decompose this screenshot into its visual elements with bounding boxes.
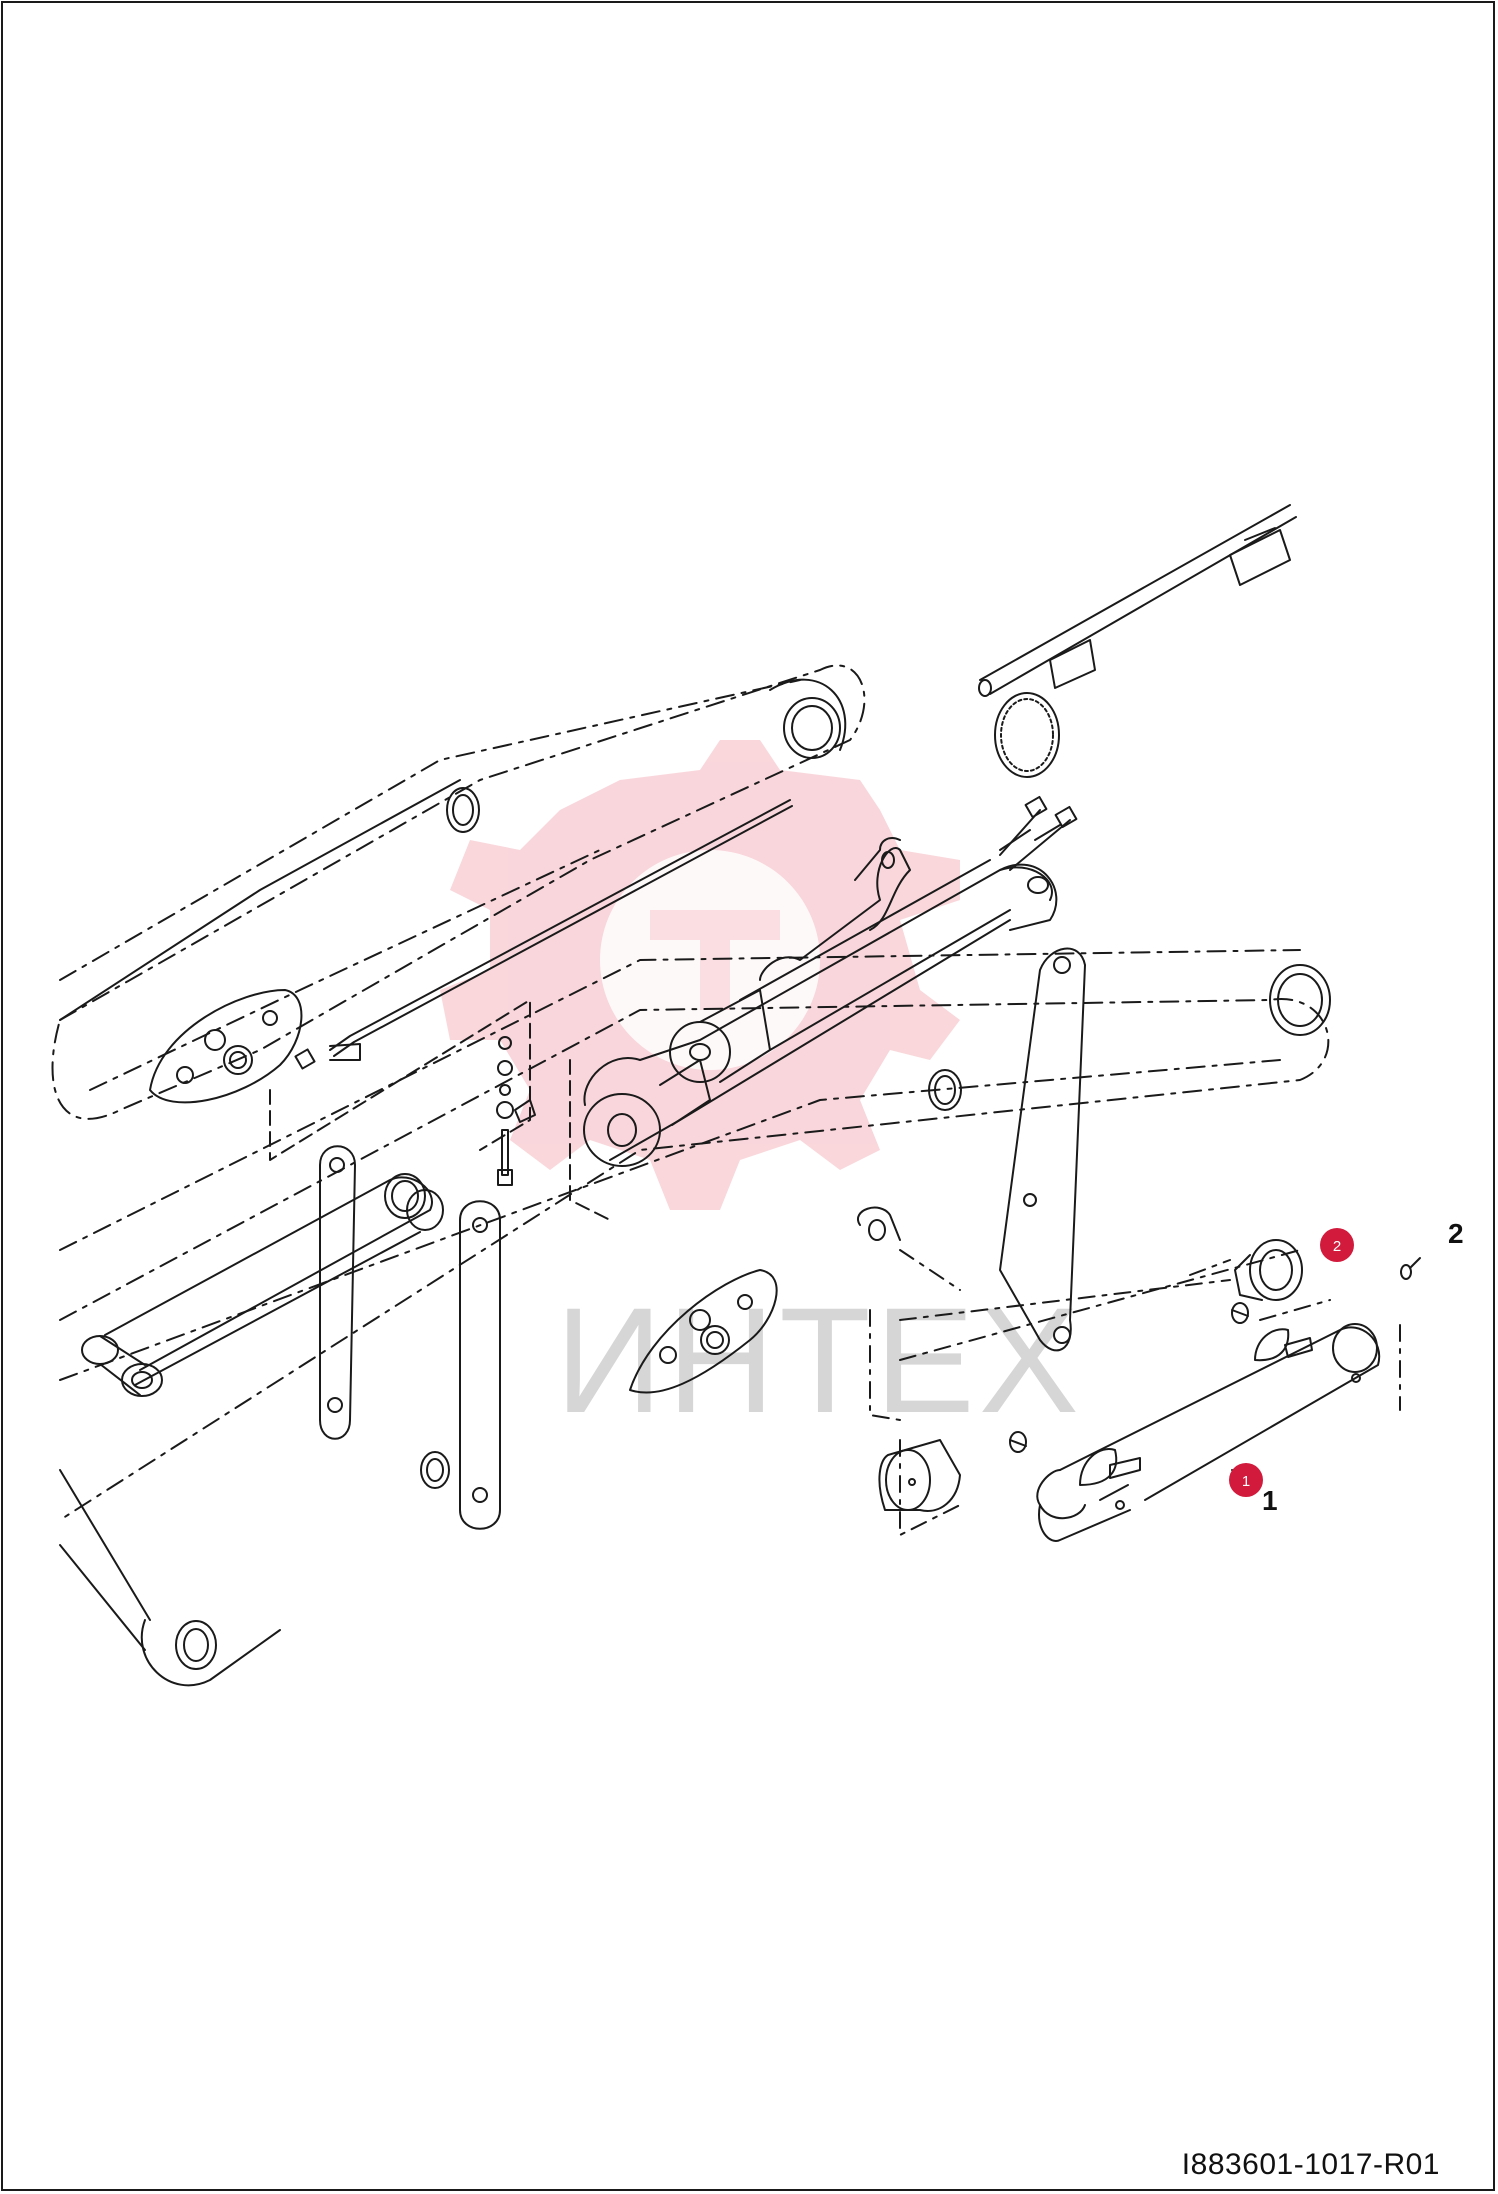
watermark-logo [440,740,960,1210]
mounting-plate-upper-left [149,989,303,1104]
hotspot-badge-2-label: 2 [1333,1238,1341,1255]
hose-clamp [994,692,1060,778]
cylinder-lug [857,1206,901,1241]
callout-1: 1 [1262,1485,1278,1516]
upper-lift-arm [51,664,1330,1521]
arm-outline [59,678,847,1021]
vertical-link-left [319,1145,356,1440]
pin-assembly [878,1239,1381,1542]
right-link-plate [999,947,1086,1352]
pin-assembly-dashed [869,1249,1401,1536]
watermark-text: ИНТЕХ [555,1276,1083,1444]
hydraulic-cylinder [583,795,1078,1167]
mounting-plate-lower [629,1269,778,1394]
top-rod [978,504,1297,697]
lower-arm-end [59,1451,450,1687]
document-number: I883601-1017-R01 [1181,2148,1440,2181]
pin-clip [1400,1257,1421,1280]
bolt-assembly-box [269,999,611,1221]
horizontal-links [104,1173,444,1386]
bushing-tube-left [81,1335,163,1397]
vertical-link-center [459,1200,501,1530]
hotspot-badge-1-label: 1 [1242,1473,1250,1490]
hotspot-badge-2[interactable]: 2 [1320,1228,1354,1262]
right-arm-end [928,964,1331,1111]
callout-2: 2 [1448,1218,1464,1249]
bolt-stack [496,1036,536,1186]
tie-rod [294,799,793,1070]
hotspot-badge-1[interactable]: 1 [1229,1463,1263,1497]
